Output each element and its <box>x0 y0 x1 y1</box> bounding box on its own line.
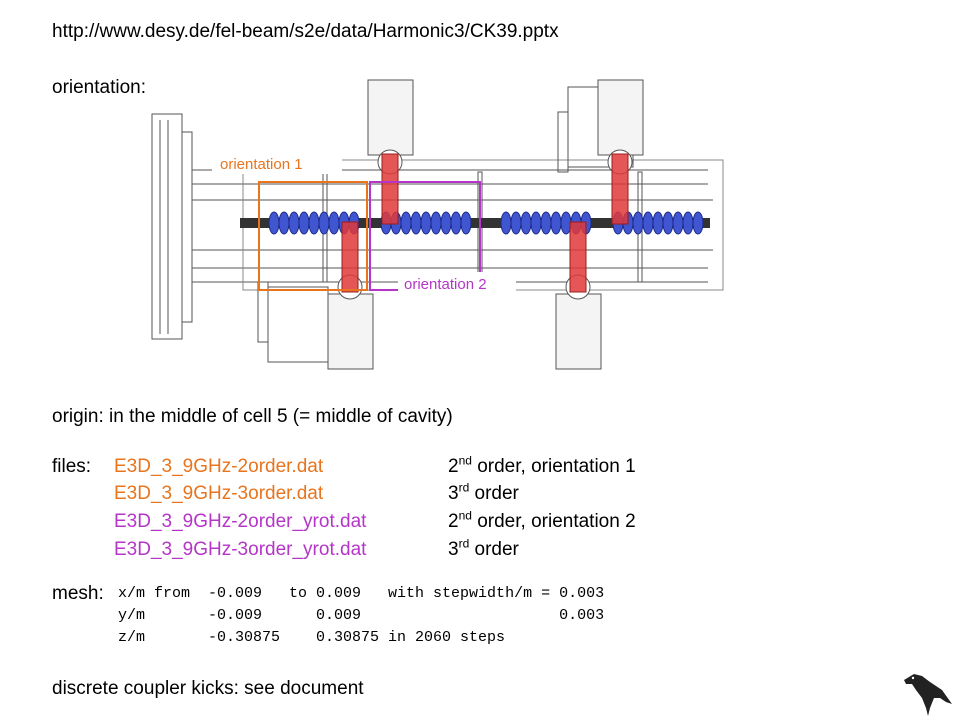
cavity-cell <box>430 211 442 235</box>
source-url[interactable]: http://www.desy.de/fel-beam/s2e/data/Har… <box>52 21 559 42</box>
file-name[interactable]: E3D_3_9GHz-3order_yrot.dat <box>114 539 367 560</box>
cavity-cell <box>550 211 562 235</box>
cavity-cell <box>450 211 462 235</box>
order-suffix: rd <box>458 480 470 495</box>
cavity-cell <box>662 211 674 235</box>
order-text: order <box>469 483 519 504</box>
cavity-cell <box>632 211 644 235</box>
cavity-cell <box>308 211 320 235</box>
coupler-bottom-left <box>341 221 359 293</box>
mesh-line-x: x/m from -0.009 to 0.009 with stepwidth/… <box>118 585 605 602</box>
mesh-line-z: z/m -0.30875 0.30875 in 2060 steps <box>118 629 506 646</box>
cavity-cell <box>410 211 422 235</box>
orientation-label: orientation: <box>52 77 147 98</box>
order-suffix: nd <box>458 453 472 468</box>
bottom-tower-right <box>555 293 602 370</box>
order-text: order, orientation 2 <box>471 511 636 532</box>
file-description: 2nd order, orientation 2 <box>448 510 636 534</box>
cryomodule-diagram: orientation 1 orientation 2 <box>151 79 724 370</box>
raven-logo-icon <box>904 674 952 716</box>
cavity-cell <box>400 211 412 235</box>
orientation-2-label: orientation 2 <box>404 276 487 293</box>
mesh-line-y: y/m -0.009 0.009 0.003 <box>118 607 605 624</box>
order-text: order <box>469 539 519 560</box>
cavity-cell <box>642 211 654 235</box>
orientation-1-label: orientation 1 <box>220 156 303 173</box>
cavity-cell <box>268 211 280 235</box>
cavity-cell <box>288 211 300 235</box>
cavity-cell <box>520 211 532 235</box>
left-flange-inner <box>181 131 193 323</box>
order-suffix: rd <box>458 536 470 551</box>
file-description: 3rd order <box>448 538 519 562</box>
order-suffix: nd <box>458 508 472 523</box>
cavity-cell <box>328 211 340 235</box>
cavity-cell <box>298 211 310 235</box>
left-flange <box>151 113 183 340</box>
cavity-cell <box>500 211 512 235</box>
file-description: 3rd order <box>448 482 519 506</box>
file-name[interactable]: E3D_3_9GHz-3order.dat <box>114 483 324 504</box>
cavity-cell <box>278 211 290 235</box>
cavity-cell <box>672 211 684 235</box>
cavity-cell <box>460 211 472 235</box>
cavity-cell <box>420 211 432 235</box>
coupler-top-left <box>381 153 399 225</box>
top-tower-left <box>367 79 414 156</box>
cavity-cell <box>682 211 694 235</box>
cavity-cell <box>440 211 452 235</box>
cavity-cell <box>318 211 330 235</box>
file-description: 2nd order, orientation 1 <box>448 455 636 479</box>
order-number: 2 <box>448 456 459 477</box>
file-name[interactable]: E3D_3_9GHz-2order.dat <box>114 456 324 477</box>
footer-text: discrete coupler kicks: see document <box>52 678 364 699</box>
cavity-cell <box>530 211 542 235</box>
order-number: 2 <box>448 511 459 532</box>
origin-text: origin: in the middle of cell 5 (= middl… <box>52 406 453 427</box>
bottom-tower-left <box>327 293 374 370</box>
cavity-cell <box>510 211 522 235</box>
mesh-label: mesh: <box>52 583 104 604</box>
file-name[interactable]: E3D_3_9GHz-2order_yrot.dat <box>114 511 367 532</box>
top-tower-right <box>597 79 644 156</box>
orientation-1-box <box>258 181 368 291</box>
order-text: order, orientation 1 <box>471 456 636 477</box>
order-number: 3 <box>448 483 459 504</box>
cavity-cell <box>652 211 664 235</box>
cavity-cell <box>692 211 704 235</box>
coupler-bottom-right <box>569 221 587 293</box>
coupler-top-right <box>611 153 629 225</box>
files-label: files: <box>52 456 92 477</box>
beam-pipe <box>240 218 710 228</box>
cavity-cell <box>540 211 552 235</box>
order-number: 3 <box>448 539 459 560</box>
